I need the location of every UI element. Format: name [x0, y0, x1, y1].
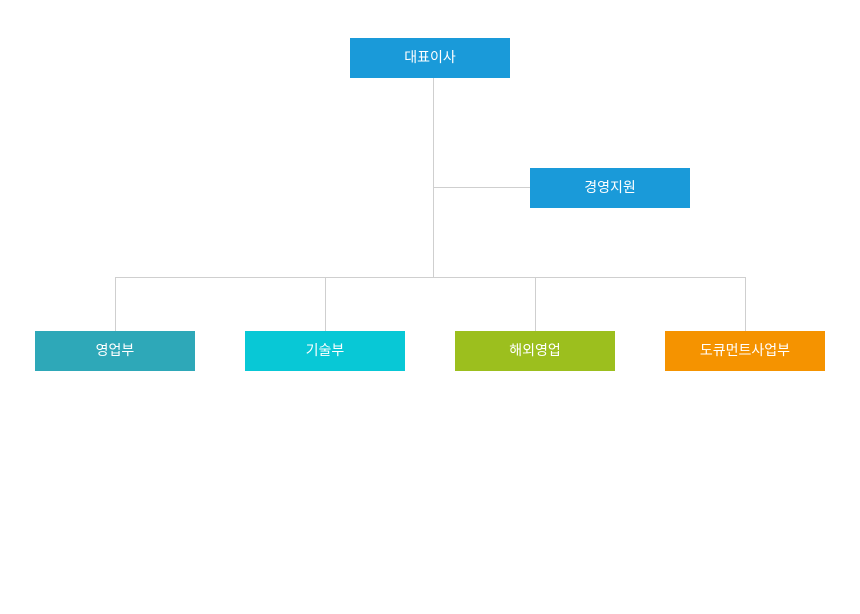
overseas-sales-label: 해외영업: [509, 343, 561, 359]
document-business-label: 도큐먼트사업부: [699, 343, 791, 359]
management-support-label: 경영지원: [584, 180, 636, 196]
tech-dept-box: 기술부: [245, 331, 405, 371]
connector-department-bus: [115, 277, 746, 278]
sales-dept-box: 영업부: [35, 331, 195, 371]
document-business-box: 도큐먼트사업부: [665, 331, 825, 371]
connector-tech: [325, 277, 326, 331]
connector-support-branch: [433, 187, 530, 188]
connector-document: [745, 277, 746, 331]
ceo-label: 대표이사: [404, 50, 456, 66]
management-support-box: 경영지원: [530, 168, 690, 208]
ceo-box: 대표이사: [350, 38, 510, 78]
connector-sales: [115, 277, 116, 331]
sales-dept-label: 영업부: [95, 343, 135, 359]
connector-ceo-trunk: [433, 78, 434, 278]
connector-overseas: [535, 277, 536, 331]
overseas-sales-box: 해외영업: [455, 331, 615, 371]
tech-dept-label: 기술부: [305, 343, 345, 359]
